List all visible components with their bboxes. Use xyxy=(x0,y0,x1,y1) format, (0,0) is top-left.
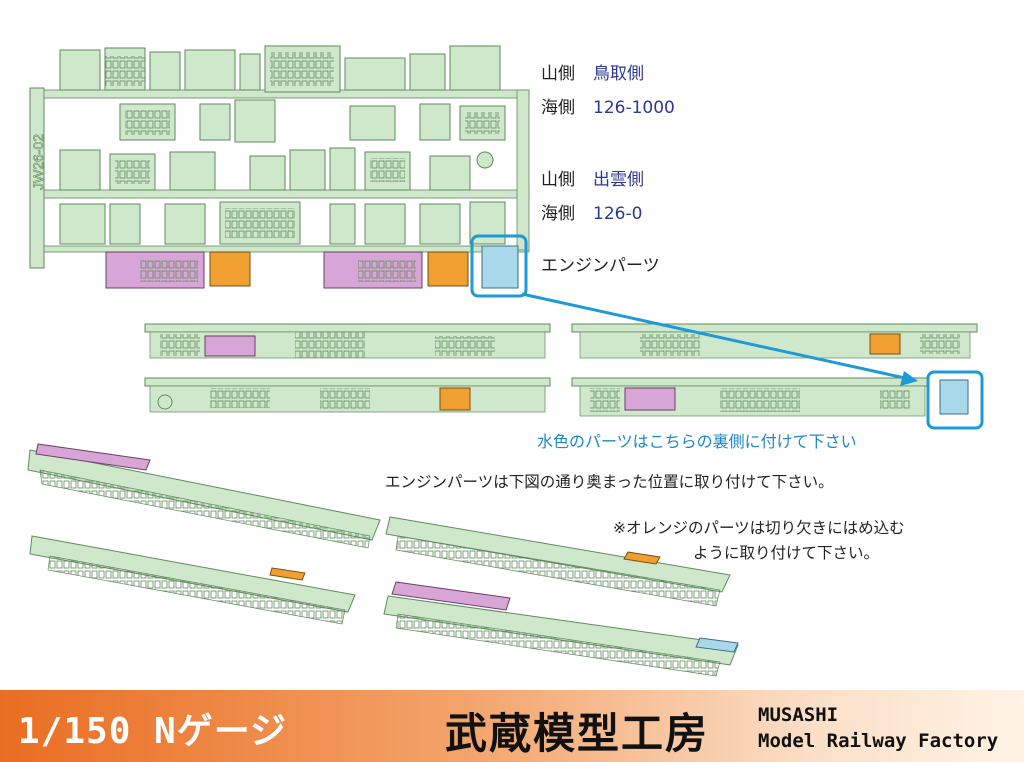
underfloor-row-top-right xyxy=(571,323,978,359)
note-engine-install: エンジンパーツは下図の通り奥まった位置に取り付けて下さい。 xyxy=(385,473,834,491)
label-row-2: 海側 126-1000 xyxy=(541,98,675,118)
label-row-2-key: 海側 xyxy=(541,98,575,118)
label-engine-parts: エンジンパーツ xyxy=(541,256,660,276)
label-row-1: 山側鳥取側 xyxy=(541,64,644,84)
assembly-iso-2 xyxy=(29,535,356,625)
label-row-3-key: 山側 xyxy=(541,170,575,190)
footer-english-line-1: MUSASHI xyxy=(758,704,839,726)
label-row-1-value: 鳥取側 xyxy=(593,64,644,84)
label-row-3-value: 出雲側 xyxy=(593,170,644,190)
note-orange-line-1: ※オレンジのパーツは切り欠きにはめ込む xyxy=(613,519,905,537)
note-orange-line-2: ように取り付けて下さい。 xyxy=(693,544,880,562)
assembly-iso-3 xyxy=(385,516,731,607)
underfloor-row-top-left xyxy=(144,323,551,359)
parts-diagram: JW26-02 xyxy=(27,45,984,677)
label-row-2-value: 126-1000 xyxy=(593,98,675,118)
footer-scale: 1/150 Nゲージ xyxy=(18,711,287,752)
note-light-blue-parts: 水色のパーツはこちらの裏側に付けて下さい xyxy=(537,432,857,451)
footer-english-line-2: Model Railway Factory xyxy=(758,730,999,752)
label-row-1-key: 山側 xyxy=(541,64,575,84)
label-row-4: 海側 126-0 xyxy=(541,204,642,224)
sprue-code: JW26-02 xyxy=(30,134,46,190)
footer-studio-name: 武蔵模型工房 xyxy=(445,709,710,758)
pointer-arrow xyxy=(521,292,918,386)
label-row-4-value: 126-0 xyxy=(593,204,643,224)
sprue xyxy=(29,45,530,298)
assembly-iso-1 xyxy=(27,443,381,549)
sprue-code-group: JW26-02 xyxy=(30,133,47,190)
footer-banner xyxy=(0,690,1024,762)
label-row-3: 山側出雲側 xyxy=(541,170,644,190)
underfloor-row-bottom-left xyxy=(144,377,551,413)
assembly-iso-4 xyxy=(383,581,739,677)
underfloor-row-bottom-right xyxy=(571,370,984,430)
label-row-4-key: 海側 xyxy=(541,204,575,224)
